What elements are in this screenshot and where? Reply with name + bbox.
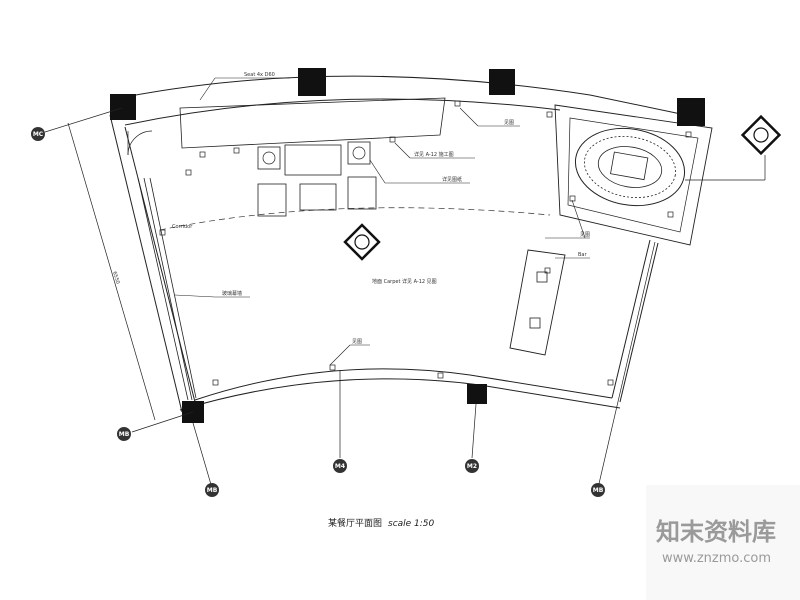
left-inner-wall xyxy=(124,126,196,403)
column-2 xyxy=(298,68,326,96)
glass-line-1 xyxy=(137,177,189,401)
leader-sofa xyxy=(369,159,386,184)
tag-top-center: 见图 xyxy=(504,120,514,126)
grid-leader-mb-bottom xyxy=(192,422,213,489)
column-3 xyxy=(489,69,515,95)
grid-bubble-mb-bottom: MB xyxy=(205,483,219,497)
lamp-left xyxy=(262,151,276,165)
column-4 xyxy=(677,98,705,126)
right-room-inner xyxy=(567,117,699,233)
tag-bar: Bar xyxy=(578,252,587,258)
bar-counter xyxy=(509,249,566,356)
tag-top-left: Seat 4x D60 xyxy=(244,72,275,78)
svg-text:MB: MB xyxy=(593,487,604,494)
right-room-outline xyxy=(554,104,713,246)
leader-lower-center xyxy=(329,344,351,366)
right-wall-line xyxy=(611,239,651,399)
svg-text:MB: MB xyxy=(119,431,130,438)
svg-text:MB: MB xyxy=(207,487,218,494)
oval-chandelier xyxy=(574,127,686,207)
leader-top-left xyxy=(199,77,216,101)
watermark-brand: 知末资料库 xyxy=(656,518,776,546)
tag-left-glass: 玻璃幕墙 xyxy=(222,290,242,297)
svg-text:MC: MC xyxy=(33,131,44,138)
tag-center: 地面 Carpet 详见 A-12 见图 xyxy=(372,278,437,285)
grid-bubble-mb-right: MB xyxy=(591,483,605,497)
grid-bubble-mc: MC xyxy=(31,127,45,141)
tag-sofa: 详见图纸 xyxy=(442,176,462,183)
corridor-line xyxy=(159,207,551,231)
grid-leader-m2 xyxy=(471,403,477,459)
tag-mid: 详见 A-12 施工图 xyxy=(414,151,454,158)
tag-corridor: Corridor xyxy=(172,224,193,230)
top-inner-wall xyxy=(124,98,561,126)
bottom-inner-wall xyxy=(194,368,613,401)
watermark-panel xyxy=(646,485,800,600)
lamp-right xyxy=(352,146,366,160)
drawing-title: 某餐厅平面图 xyxy=(328,517,382,529)
right-wall-line-2 xyxy=(619,242,659,403)
bar-sink-2 xyxy=(529,317,541,329)
svg-text:M2: M2 xyxy=(467,463,477,470)
grid-leader-mb-left xyxy=(131,411,194,433)
grid-leader-mc xyxy=(44,107,123,133)
svg-text:M4: M4 xyxy=(335,463,345,470)
tag-lower-center: 见图 xyxy=(352,339,362,345)
drawing-scale: scale 1:50 xyxy=(388,519,435,529)
tag-counter: 见图 xyxy=(580,232,590,238)
sofa xyxy=(284,144,342,176)
glass-line-2 xyxy=(143,177,193,401)
dimension-text: 6550 xyxy=(111,271,120,285)
grid-leader-mb-right xyxy=(597,241,656,489)
dimension-line xyxy=(67,122,156,421)
column-1 xyxy=(110,94,136,120)
side-table-left xyxy=(257,146,281,170)
center-ceiling-light xyxy=(343,223,381,261)
side-table-right xyxy=(347,141,371,165)
leader-counter xyxy=(571,199,586,239)
armchair-2 xyxy=(347,176,377,210)
leader-top-center xyxy=(459,107,479,127)
left-outer-wall xyxy=(109,114,183,413)
bottom-outer-wall xyxy=(179,378,621,411)
bar-sink-1 xyxy=(536,271,548,283)
top-outer-wall xyxy=(109,75,701,119)
leader-mid xyxy=(394,142,411,159)
downlights xyxy=(159,100,692,386)
column-6 xyxy=(467,384,487,404)
glass-line-3 xyxy=(149,177,197,399)
armchair-1 xyxy=(257,183,287,217)
grid-bubble-m4: M4 xyxy=(333,459,347,473)
banquette-outer xyxy=(179,97,446,149)
watermark-url: www.znzmo.com xyxy=(662,551,771,566)
leader-left-glass xyxy=(174,294,216,298)
grid-bubble-m2: M2 xyxy=(465,459,479,473)
grid-bubble-mb-left: MB xyxy=(117,427,131,441)
coffee-table xyxy=(299,183,337,211)
detail-marker-diamond xyxy=(740,114,782,156)
